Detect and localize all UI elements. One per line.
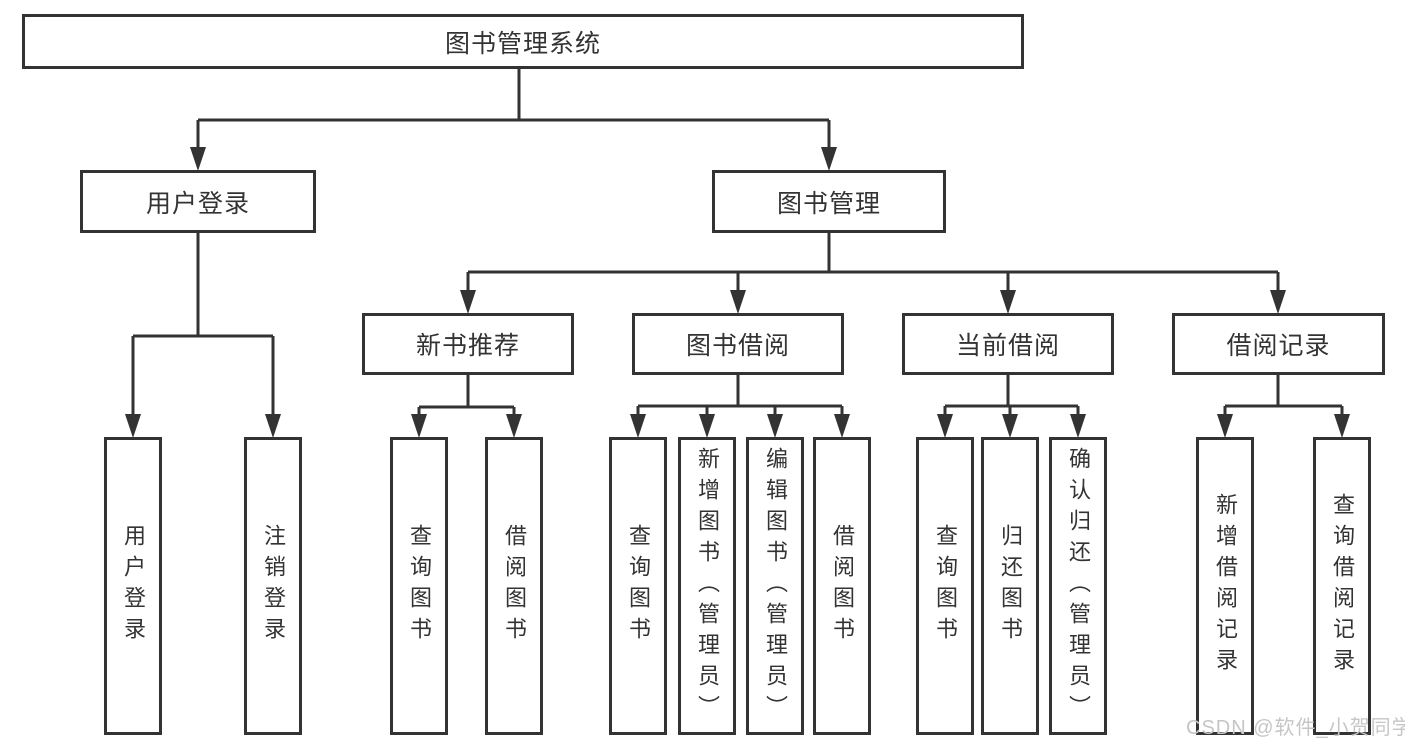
leaf-label: 借阅图书 — [502, 524, 527, 648]
arrow-down-icon — [190, 147, 206, 171]
connector-new-book-rec-children — [411, 375, 522, 438]
leaf-label: 归还图书 — [998, 524, 1023, 648]
node-leaf-bb-query-book: 查询图书 — [609, 437, 667, 735]
arrow-down-icon — [699, 414, 715, 438]
leaf-label: 新增图书（管理员） — [695, 446, 720, 726]
arrow-down-icon — [821, 147, 837, 171]
node-new-book-recommend: 新书推荐 — [362, 313, 574, 375]
node-book-borrow: 图书借阅 — [632, 313, 844, 375]
node-leaf-cb-query-book: 查询图书 — [916, 437, 974, 735]
node-leaf-bb-borrow-book: 借阅图书 — [813, 437, 871, 735]
node-leaf-rec-borrow-book: 借阅图书 — [485, 437, 543, 735]
node-borrow-records: 借阅记录 — [1172, 313, 1385, 375]
node-current-borrow: 当前借阅 — [902, 313, 1114, 375]
connector-root-to-level2 — [190, 69, 837, 171]
leaf-label: 查询图书 — [407, 524, 432, 648]
leaf-label: 用户登录 — [121, 524, 146, 648]
node-system-root: 图书管理系统 — [22, 14, 1024, 69]
leaf-label: 确认归还（管理员） — [1066, 446, 1091, 726]
node-leaf-rec-query-book: 查询图书 — [390, 437, 448, 735]
connector-current-borrow-children — [937, 375, 1086, 438]
arrow-down-icon — [460, 290, 476, 314]
arrow-down-icon — [1217, 414, 1233, 438]
node-user-login: 用户登录 — [80, 170, 316, 233]
arrow-down-icon — [125, 414, 141, 438]
arrow-down-icon — [506, 414, 522, 438]
leaf-label: 查询图书 — [626, 524, 651, 648]
leaf-label: 新增借阅记录 — [1213, 493, 1238, 679]
arrow-down-icon — [1270, 290, 1286, 314]
node-leaf-bb-add-book-admin: 新增图书（管理员） — [678, 437, 736, 735]
node-leaf-bb-edit-book-admin: 编辑图书（管理员） — [746, 437, 804, 735]
leaf-label: 编辑图书（管理员） — [763, 446, 788, 726]
arrow-down-icon — [630, 414, 646, 438]
arrow-down-icon — [1070, 414, 1086, 438]
csdn-watermark: CSDN @软件_小贺同学 — [1186, 717, 1405, 739]
node-leaf-br-add-record: 新增借阅记录 — [1196, 437, 1254, 735]
node-leaf-cb-confirm-return-admin: 确认归还（管理员） — [1049, 437, 1107, 735]
arrow-down-icon — [767, 414, 783, 438]
node-book-management: 图书管理 — [712, 170, 946, 233]
node-leaf-logout: 注销登录 — [244, 437, 302, 735]
connector-book-borrow-children — [630, 375, 850, 438]
arrow-down-icon — [1334, 414, 1350, 438]
leaf-label: 借阅图书 — [830, 524, 855, 648]
connector-book-mgmt-children — [460, 233, 1286, 314]
arrow-down-icon — [265, 414, 281, 438]
leaf-label: 注销登录 — [261, 524, 286, 648]
leaf-label: 查询图书 — [933, 524, 958, 648]
node-leaf-cb-return-book: 归还图书 — [981, 437, 1039, 735]
leaf-label: 查询借阅记录 — [1330, 493, 1355, 679]
connector-borrow-records-children — [1217, 375, 1350, 438]
connector-user-login-children — [125, 233, 281, 438]
node-leaf-br-query-record: 查询借阅记录 — [1313, 437, 1371, 735]
arrow-down-icon — [1002, 414, 1018, 438]
arrow-down-icon — [1000, 290, 1016, 314]
arrow-down-icon — [834, 414, 850, 438]
arrow-down-icon — [937, 414, 953, 438]
arrow-down-icon — [411, 414, 427, 438]
node-leaf-user-login: 用户登录 — [104, 437, 162, 735]
arrow-down-icon — [730, 290, 746, 314]
